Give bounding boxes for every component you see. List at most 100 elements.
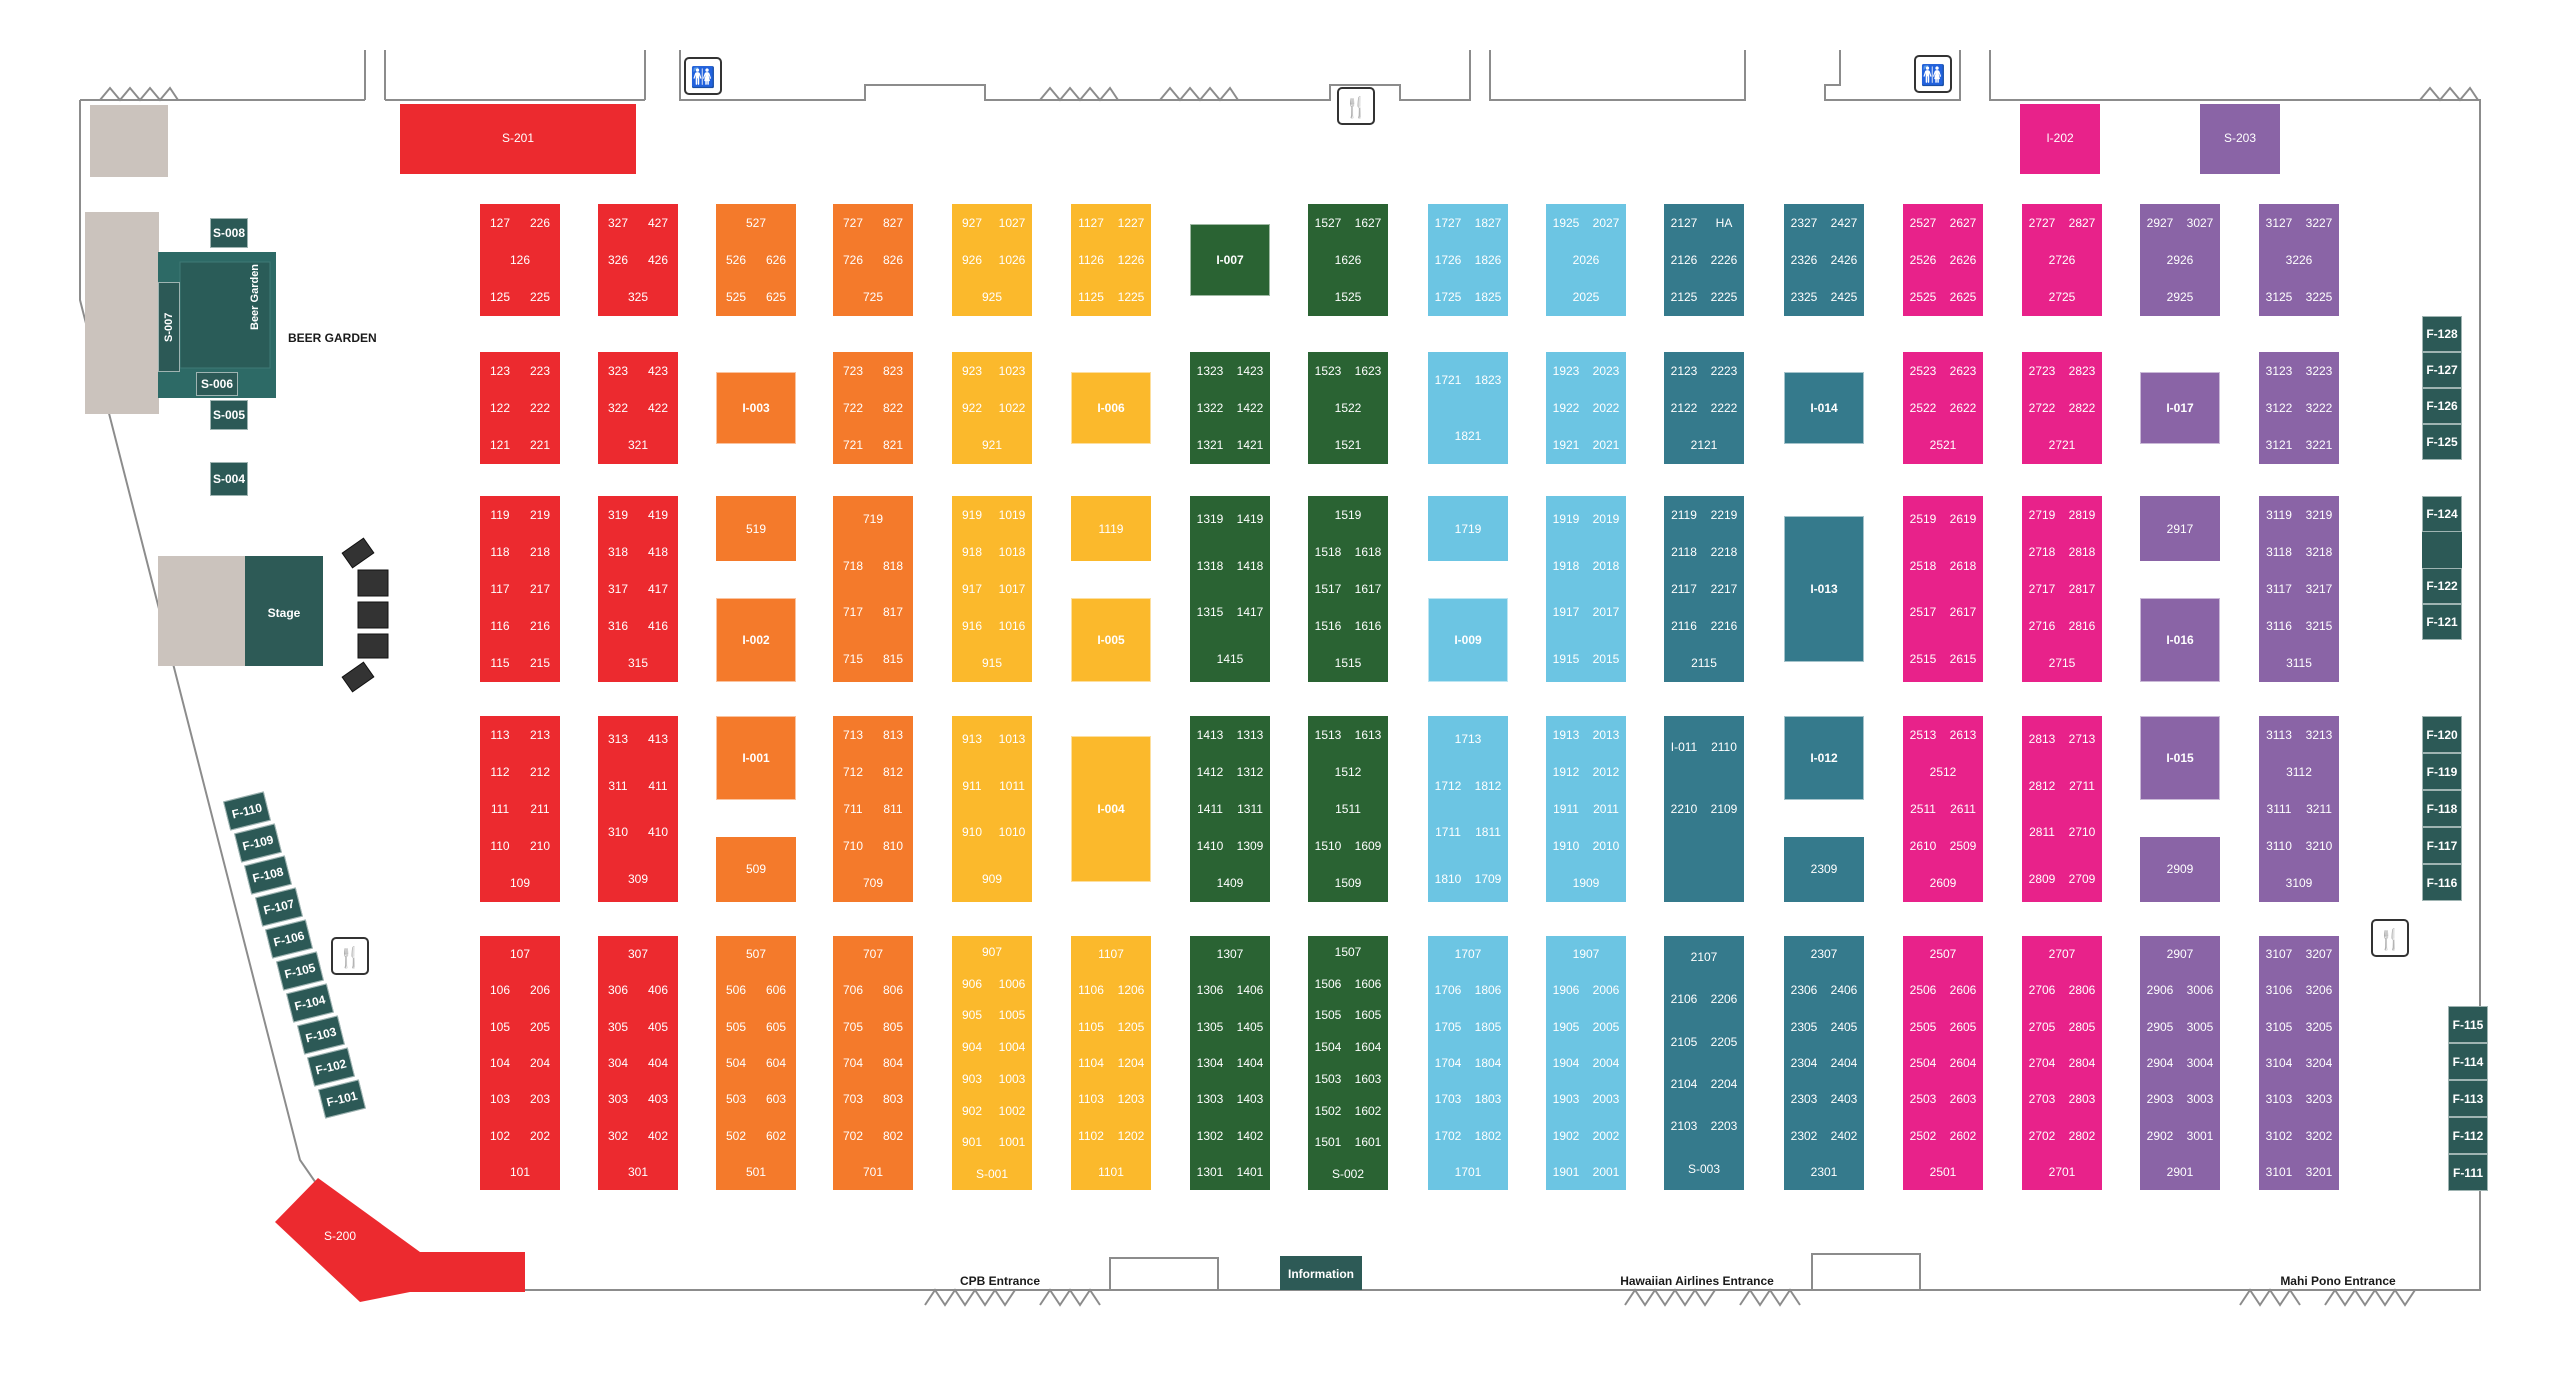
booth-901[interactable]: 901	[952, 1126, 992, 1159]
booth-2302[interactable]: 2302	[1784, 1117, 1824, 1154]
booth-2713[interactable]: 2713	[2062, 716, 2102, 763]
booth-722[interactable]: 722	[833, 389, 873, 427]
booth-1011[interactable]: 1011	[992, 762, 1032, 809]
booth-3003[interactable]: 3003	[2180, 1081, 2220, 1118]
booth-1704[interactable]: 1704	[1428, 1044, 1468, 1082]
booth-705[interactable]: 705	[833, 1008, 873, 1045]
booth-1906[interactable]: 1906	[1546, 972, 1586, 1009]
booth-2107[interactable]: 2107	[1664, 936, 1744, 979]
booth-2225[interactable]: 2225	[1704, 278, 1744, 316]
booth-922[interactable]: 922	[952, 389, 992, 427]
booth-3101[interactable]: 3101	[2259, 1153, 2299, 1190]
booth-919[interactable]: 919	[952, 496, 992, 534]
booth-3105[interactable]: 3105	[2259, 1008, 2299, 1045]
booth-323[interactable]: 323	[598, 352, 638, 390]
booth-1318[interactable]: 1318	[1190, 542, 1230, 589]
booth-1204[interactable]: 1204	[1111, 1044, 1151, 1082]
booth-304[interactable]: 304	[598, 1044, 638, 1082]
booth-2901[interactable]: 2901	[2140, 1153, 2220, 1190]
booth-519[interactable]: 519	[716, 496, 796, 562]
booth-3004[interactable]: 3004	[2180, 1044, 2220, 1082]
booth-1919[interactable]: 1919	[1546, 496, 1586, 543]
booth-f-119[interactable]: F-119	[2422, 753, 2462, 790]
booth-2404[interactable]: 2404	[1824, 1044, 1864, 1082]
booth-1821[interactable]: 1821	[1428, 408, 1508, 464]
booth-311[interactable]: 311	[598, 762, 638, 809]
booth-2223[interactable]: 2223	[1704, 352, 1744, 390]
booth-1805[interactable]: 1805	[1468, 1008, 1508, 1045]
booth-f-126[interactable]: F-126	[2422, 388, 2462, 424]
booth-1403[interactable]: 1403	[1230, 1081, 1270, 1118]
booth-215[interactable]: 215	[520, 644, 560, 682]
booth-1922[interactable]: 1922	[1546, 389, 1586, 427]
booth-1703[interactable]: 1703	[1428, 1081, 1468, 1118]
booth-403[interactable]: 403	[638, 1081, 678, 1118]
booth-1606[interactable]: 1606	[1348, 967, 1388, 1000]
booth-f-121[interactable]: F-121	[2422, 604, 2462, 640]
booth-3204[interactable]: 3204	[2299, 1044, 2339, 1082]
booth-2602[interactable]: 2602	[1943, 1117, 1983, 1154]
booth-i-005[interactable]: I-005	[1071, 598, 1151, 682]
booth-2203[interactable]: 2203	[1704, 1105, 1744, 1148]
booth-1518[interactable]: 1518	[1308, 533, 1348, 571]
booth-2117[interactable]: 2117	[1664, 570, 1704, 608]
booth-116[interactable]: 116	[480, 607, 520, 645]
booth-704[interactable]: 704	[833, 1044, 873, 1082]
booth-2506[interactable]: 2506	[1903, 972, 1943, 1009]
booth-1905[interactable]: 1905	[1546, 1008, 1586, 1045]
booth-806[interactable]: 806	[873, 972, 913, 1009]
booth-f-110[interactable]: F-110	[222, 791, 272, 831]
booth-817[interactable]: 817	[873, 589, 913, 636]
booth-2001[interactable]: 2001	[1586, 1153, 1626, 1190]
booth-f-106[interactable]: F-106	[264, 919, 314, 959]
booth-1711[interactable]: 1711	[1428, 809, 1468, 856]
booth-3104[interactable]: 3104	[2259, 1044, 2299, 1082]
booth-2023[interactable]: 2023	[1586, 352, 1626, 390]
booth-707[interactable]: 707	[833, 936, 913, 973]
booth-1910[interactable]: 1910	[1546, 827, 1586, 865]
booth-2105[interactable]: 2105	[1664, 1020, 1704, 1063]
booth-2604[interactable]: 2604	[1943, 1044, 1983, 1082]
booth-822[interactable]: 822	[873, 389, 913, 427]
booth-1106[interactable]: 1106	[1071, 972, 1111, 1009]
booth-i-009[interactable]: I-009	[1428, 598, 1508, 682]
booth-1911[interactable]: 1911	[1546, 790, 1586, 828]
booth-811[interactable]: 811	[873, 790, 913, 828]
booth-211[interactable]: 211	[520, 790, 560, 828]
booth-2812[interactable]: 2812	[2022, 762, 2062, 809]
booth-i-017[interactable]: I-017	[2140, 372, 2220, 444]
booth-3206[interactable]: 3206	[2299, 972, 2339, 1009]
booth-1812[interactable]: 1812	[1468, 762, 1508, 809]
booth-2425[interactable]: 2425	[1824, 278, 1864, 316]
booth-2210[interactable]: 2210	[1664, 778, 1704, 840]
booth-3106[interactable]: 3106	[2259, 972, 2299, 1009]
booth-1925[interactable]: 1925	[1546, 204, 1586, 242]
booth-2012[interactable]: 2012	[1586, 753, 1626, 791]
booth-1004[interactable]: 1004	[992, 1031, 1032, 1063]
booth-1613[interactable]: 1613	[1348, 716, 1388, 754]
booth-2017[interactable]: 2017	[1586, 589, 1626, 636]
booth-2711[interactable]: 2711	[2062, 762, 2102, 809]
booth-2503[interactable]: 2503	[1903, 1081, 1943, 1118]
booth-709[interactable]: 709	[833, 864, 913, 902]
booth-2619[interactable]: 2619	[1943, 496, 1983, 543]
booth-2515[interactable]: 2515	[1903, 635, 1943, 682]
booth-2909[interactable]: 2909	[2140, 836, 2220, 902]
booth-1104[interactable]: 1104	[1071, 1044, 1111, 1082]
booth-2512[interactable]: 2512	[1903, 753, 1983, 791]
booth-2121[interactable]: 2121	[1664, 426, 1744, 464]
booth-402[interactable]: 402	[638, 1117, 678, 1154]
booth-2307[interactable]: 2307	[1784, 936, 1864, 973]
booth-2018[interactable]: 2018	[1586, 542, 1626, 589]
booth-202[interactable]: 202	[520, 1117, 560, 1154]
booth-2509[interactable]: 2509	[1943, 827, 1983, 865]
booth-815[interactable]: 815	[873, 635, 913, 682]
booth-1303[interactable]: 1303	[1190, 1081, 1230, 1118]
booth-1119[interactable]: 1119	[1071, 496, 1151, 562]
booth-413[interactable]: 413	[638, 716, 678, 763]
booth-126[interactable]: 126	[480, 241, 560, 279]
booth-1826[interactable]: 1826	[1468, 241, 1508, 279]
booth-2402[interactable]: 2402	[1824, 1117, 1864, 1154]
booth-2816[interactable]: 2816	[2062, 607, 2102, 645]
booth-926[interactable]: 926	[952, 241, 992, 279]
